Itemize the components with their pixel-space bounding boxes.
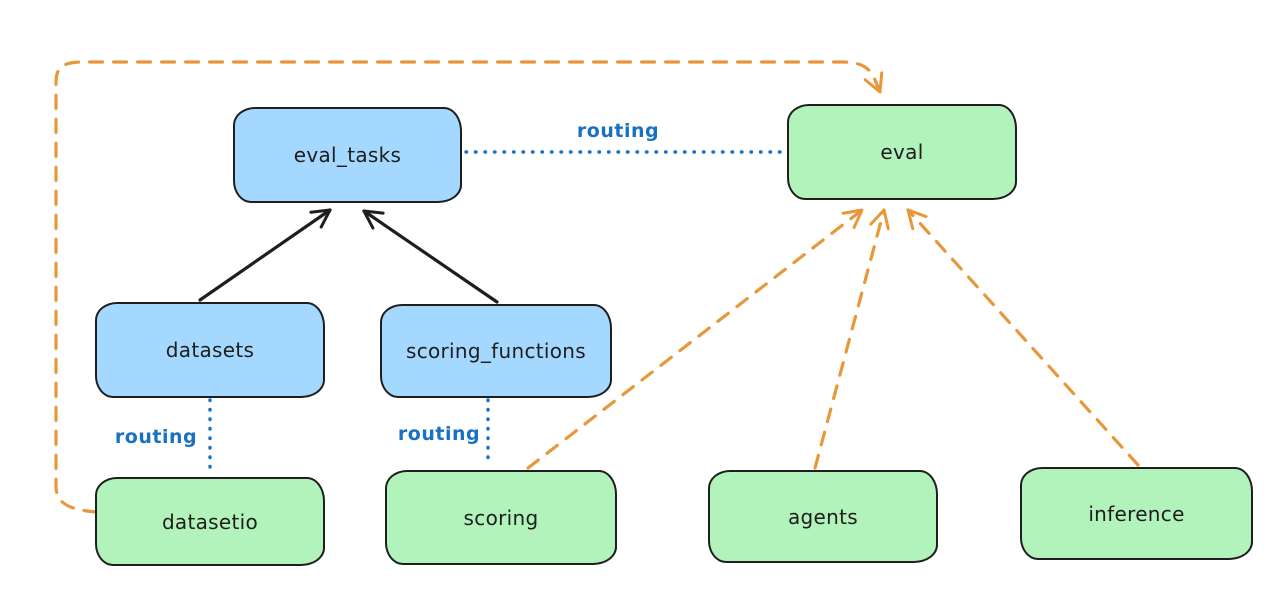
edge-agents-to-eval bbox=[813, 208, 890, 470]
node-inference: inference bbox=[1020, 467, 1253, 560]
routing-label-scoring_functions-scoring: routing bbox=[397, 423, 481, 445]
node-datasets: datasets bbox=[95, 302, 325, 398]
edge-datasets-to-eval_tasks bbox=[198, 208, 332, 302]
node-scoring-functions: scoring_functions bbox=[380, 304, 612, 398]
node-scoring-label: scoring bbox=[463, 505, 539, 530]
routing-label-datasets-datasetio: routing bbox=[114, 426, 198, 448]
node-eval: eval bbox=[787, 104, 1017, 200]
node-datasets-label: datasets bbox=[165, 338, 255, 362]
node-eval-tasks: eval_tasks bbox=[233, 107, 462, 203]
node-agents-label: agents bbox=[788, 504, 858, 529]
node-eval-tasks-label: eval_tasks bbox=[293, 143, 402, 167]
node-datasetio-label: datasetio bbox=[161, 509, 259, 534]
node-eval-label: eval bbox=[880, 140, 924, 164]
node-datasetio: datasetio bbox=[95, 477, 325, 566]
edge-scoring_functions-to-eval_tasks bbox=[362, 209, 499, 304]
edge-inference-to-eval bbox=[906, 208, 1140, 467]
routing-label-eval_tasks-eval: routing bbox=[576, 120, 660, 142]
node-inference-label: inference bbox=[1088, 501, 1185, 526]
node-scoring-functions-label: scoring_functions bbox=[405, 339, 587, 363]
node-scoring: scoring bbox=[385, 470, 617, 565]
node-agents: agents bbox=[708, 470, 938, 563]
